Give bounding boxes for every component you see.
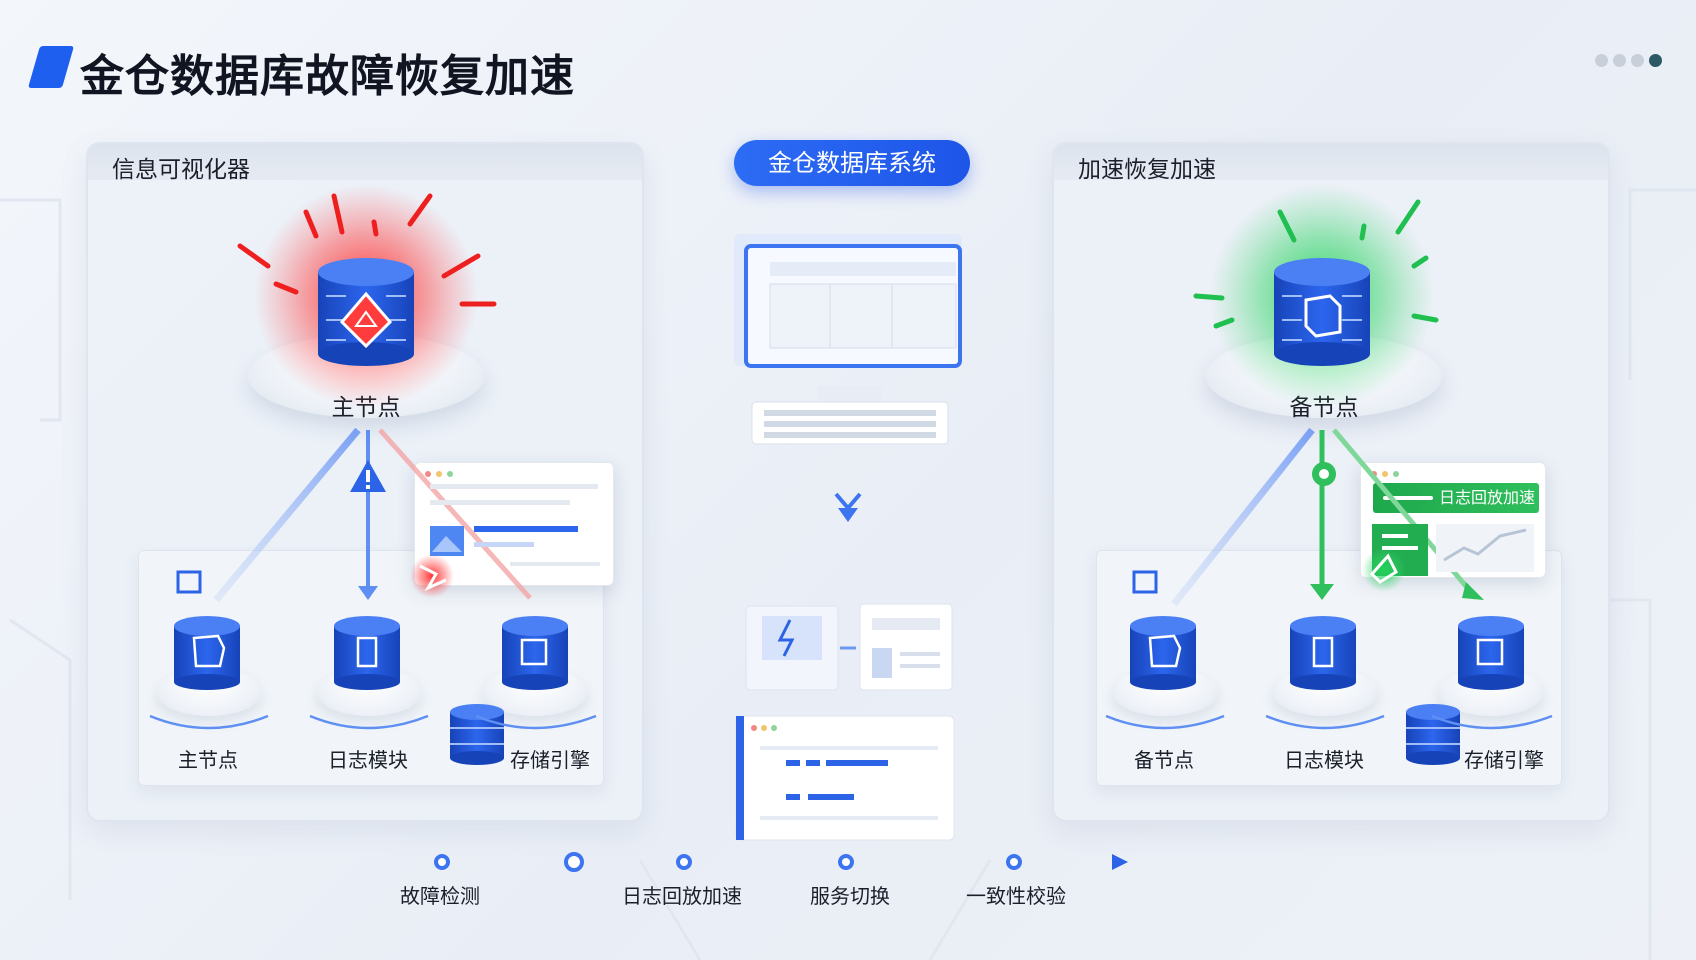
left-sub-label-storage: 存储引擎: [510, 748, 590, 772]
timeline-step-consistency: 一致性校验: [966, 884, 1066, 908]
page-dot-4-active[interactable]: [1649, 54, 1662, 67]
right-sub-platform-2: [1272, 668, 1378, 716]
right-sub-platform-1: [1112, 668, 1218, 716]
right-sub-platform-3: [1438, 668, 1544, 716]
page-dot-3[interactable]: [1631, 54, 1644, 67]
left-main-node-label: 主节点: [331, 395, 401, 421]
right-main-node-label: 备节点: [1289, 395, 1359, 421]
title-accent-mark: [27, 46, 75, 88]
log-replay-banner: 日志回放加速: [1373, 483, 1539, 513]
left-sub-platform-3: [482, 668, 588, 716]
left-sub-label-primary: 主节点: [178, 748, 238, 772]
right-sub-label-storage: 存储引擎: [1464, 748, 1544, 772]
page-indicator: [1595, 54, 1662, 67]
timeline-step-switch: 服务切换: [810, 884, 890, 908]
system-label-pill: 金仓数据库系统: [734, 140, 970, 186]
left-sub-platform-1: [156, 668, 262, 716]
right-sub-label-log: 日志模块: [1284, 748, 1364, 772]
left-info-card: [414, 462, 614, 586]
right-log-replay-card: 日志回放加速: [1360, 462, 1546, 578]
page-dot-1[interactable]: [1595, 54, 1608, 67]
timeline-step-log-replay: 日志回放加速: [622, 884, 742, 908]
left-sub-platform-2: [316, 668, 422, 716]
page-title: 金仓数据库故障恢复加速: [80, 51, 575, 102]
left-sub-label-log: 日志模块: [328, 748, 408, 772]
page-dot-2[interactable]: [1613, 54, 1626, 67]
timeline-step-detect: 故障检测: [400, 884, 480, 908]
right-panel-title: 加速恢复加速: [1054, 144, 1608, 183]
right-sub-label-standby: 备节点: [1134, 748, 1194, 772]
left-panel-title: 信息可视化器: [88, 144, 642, 183]
